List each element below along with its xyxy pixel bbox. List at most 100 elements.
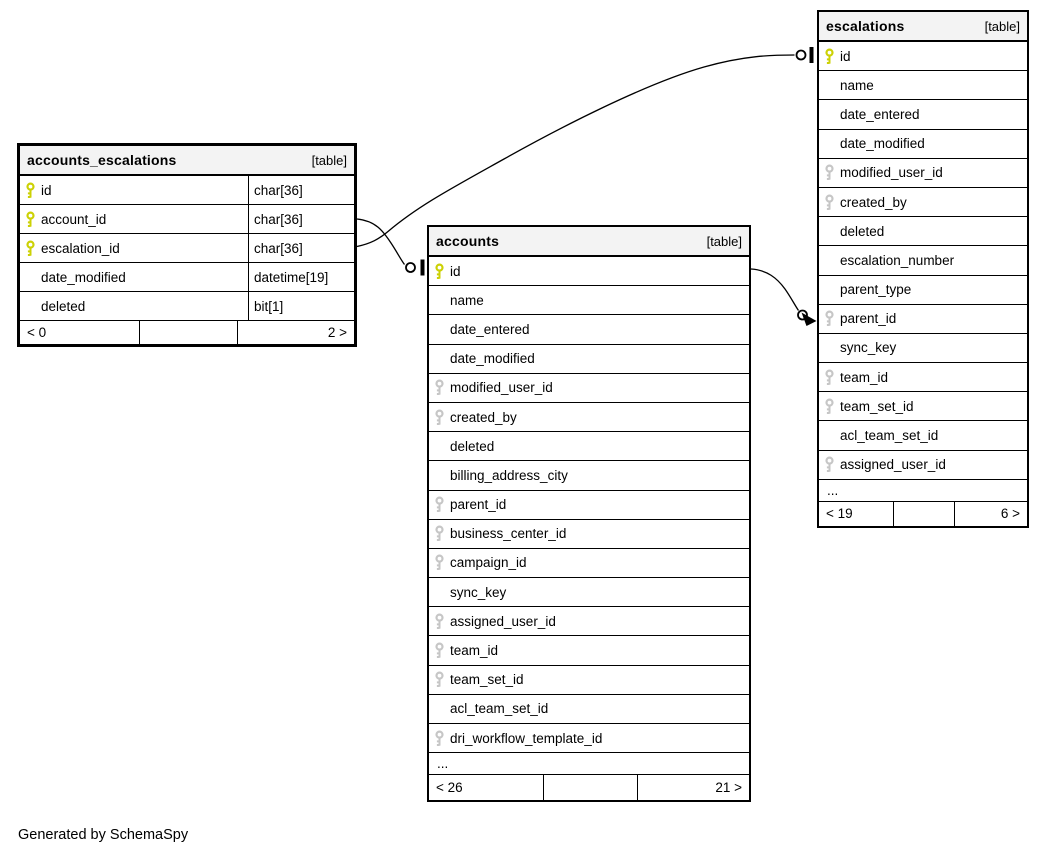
foreign-key-icon-slot	[819, 310, 840, 327]
column-name: date_modified	[41, 269, 126, 285]
column-row-dri_workflow_template_id: dri_workflow_template_id	[429, 724, 749, 754]
column-row-id: id	[819, 42, 1027, 72]
column-name: dri_workflow_template_id	[450, 730, 603, 746]
foreign-key-icon	[435, 671, 444, 688]
column-name: id	[450, 263, 461, 279]
column-row-business_center_id: business_center_id	[429, 519, 749, 549]
foreign-key-icon-slot	[429, 496, 450, 513]
table-footer: < 0 2 >	[20, 321, 354, 344]
foreign-key-icon-slot	[429, 379, 450, 396]
foreign-key-icon	[825, 164, 834, 181]
column-name: name	[450, 292, 484, 308]
column-name: id	[840, 48, 851, 64]
column-row-parent_type: parent_type	[819, 275, 1027, 305]
column-name: parent_id	[450, 497, 507, 513]
foreign-key-icon	[435, 730, 444, 746]
foreign-key-icon-slot	[429, 671, 450, 688]
footer-child-count: 2 >	[237, 321, 354, 344]
column-row-acl_team_set_id: acl_team_set_id	[819, 421, 1027, 451]
foreign-key-icon-slot	[819, 398, 840, 415]
foreign-key-icon-slot	[429, 730, 450, 747]
column-name: created_by	[450, 409, 517, 425]
column-name: date_modified	[840, 136, 925, 152]
column-name: parent_id	[840, 311, 897, 327]
table-name[interactable]: escalations	[826, 18, 905, 34]
foreign-key-icon-slot	[819, 369, 840, 386]
column-row-team_set_id: team_set_id	[819, 392, 1027, 422]
column-name: deleted	[840, 223, 885, 239]
table-header: escalations [table]	[819, 12, 1027, 42]
column-name: sync_key	[450, 584, 507, 600]
column-name: acl_team_set_id	[450, 701, 549, 717]
column-name: sync_key	[840, 340, 897, 356]
foreign-key-icon	[825, 194, 834, 210]
arrowhead	[801, 312, 817, 326]
column-name: id	[41, 182, 52, 198]
column-name: name	[840, 77, 874, 93]
foreign-key-icon	[435, 613, 444, 629]
column-name: team_id	[840, 369, 889, 385]
column-type: char[36]	[248, 234, 354, 262]
foreign-key-icon-slot	[429, 409, 450, 426]
foreign-key-icon	[435, 409, 444, 425]
footer-middle-cell	[542, 775, 637, 800]
column-row-team_set_id: team_set_id	[429, 665, 749, 695]
column-row-modified_user_id: modified_user_id	[819, 158, 1027, 188]
primary-key-icon	[26, 239, 35, 256]
table-kind-label: [table]	[984, 18, 1020, 34]
column-row-acl_team_set_id: acl_team_set_id	[429, 694, 749, 724]
primary-key-icon	[825, 48, 834, 64]
foreign-key-icon-slot	[819, 456, 840, 473]
table-header: accounts_escalations [table]	[20, 146, 354, 176]
column-row-parent_id: parent_id	[819, 304, 1027, 334]
column-name: assigned_user_id	[450, 613, 556, 629]
column-row-assigned_user_id: assigned_user_id	[429, 607, 749, 637]
column-name: deleted	[450, 438, 495, 454]
column-row-billing_address_city: billing_address_city	[429, 461, 749, 491]
column-name: created_by	[840, 194, 907, 210]
table-footer: < 19 6 >	[819, 501, 1027, 526]
footer-middle-cell	[138, 321, 238, 344]
more-columns-ellipsis: ...	[429, 753, 749, 776]
primary-key-icon	[435, 263, 444, 279]
column-type: datetime[19]	[248, 263, 354, 291]
column-row-sync_key: sync_key	[429, 578, 749, 608]
primary-key-icon	[26, 210, 35, 227]
column-name: team_set_id	[840, 398, 914, 414]
table-kind-label: [table]	[706, 233, 742, 249]
foreign-key-icon	[825, 369, 834, 385]
column-name: assigned_user_id	[840, 457, 946, 473]
foreign-key-icon	[825, 310, 834, 327]
column-name: date_entered	[840, 106, 920, 122]
column-row-date_modified: date_modified datetime[19]	[20, 263, 354, 292]
column-row-deleted: deleted	[819, 217, 1027, 247]
foreign-key-icon-slot	[819, 194, 840, 211]
column-row-name: name	[429, 286, 749, 316]
foreign-key-icon-slot	[429, 613, 450, 630]
column-row-date_modified: date_modified	[819, 129, 1027, 159]
column-row-team_id: team_id	[819, 363, 1027, 393]
column-name: escalation_id	[41, 240, 120, 256]
table-name[interactable]: accounts_escalations	[27, 152, 177, 168]
column-row-created_by: created_by	[819, 187, 1027, 218]
column-name: deleted	[41, 298, 86, 314]
column-row-deleted: deleted	[429, 432, 749, 462]
column-row-team_id: team_id	[429, 636, 749, 666]
more-columns-ellipsis: ...	[819, 480, 1027, 502]
column-name: date_modified	[450, 351, 535, 367]
footer-child-count: 21 >	[636, 775, 749, 800]
column-name: billing_address_city	[450, 467, 568, 483]
column-type: char[36]	[248, 205, 354, 233]
primary-key-icon-slot	[20, 239, 41, 257]
table-name[interactable]: accounts	[436, 233, 500, 249]
footer-child-count: 6 >	[954, 501, 1027, 526]
tee-bar	[420, 259, 425, 276]
crow-circle	[795, 49, 807, 61]
table-header: accounts [table]	[429, 227, 749, 257]
table-node-accounts_escalations[interactable]: accounts_escalations [table] id char[36] a…	[17, 143, 357, 347]
column-row-created_by: created_by	[429, 402, 749, 433]
column-name: acl_team_set_id	[840, 428, 939, 444]
